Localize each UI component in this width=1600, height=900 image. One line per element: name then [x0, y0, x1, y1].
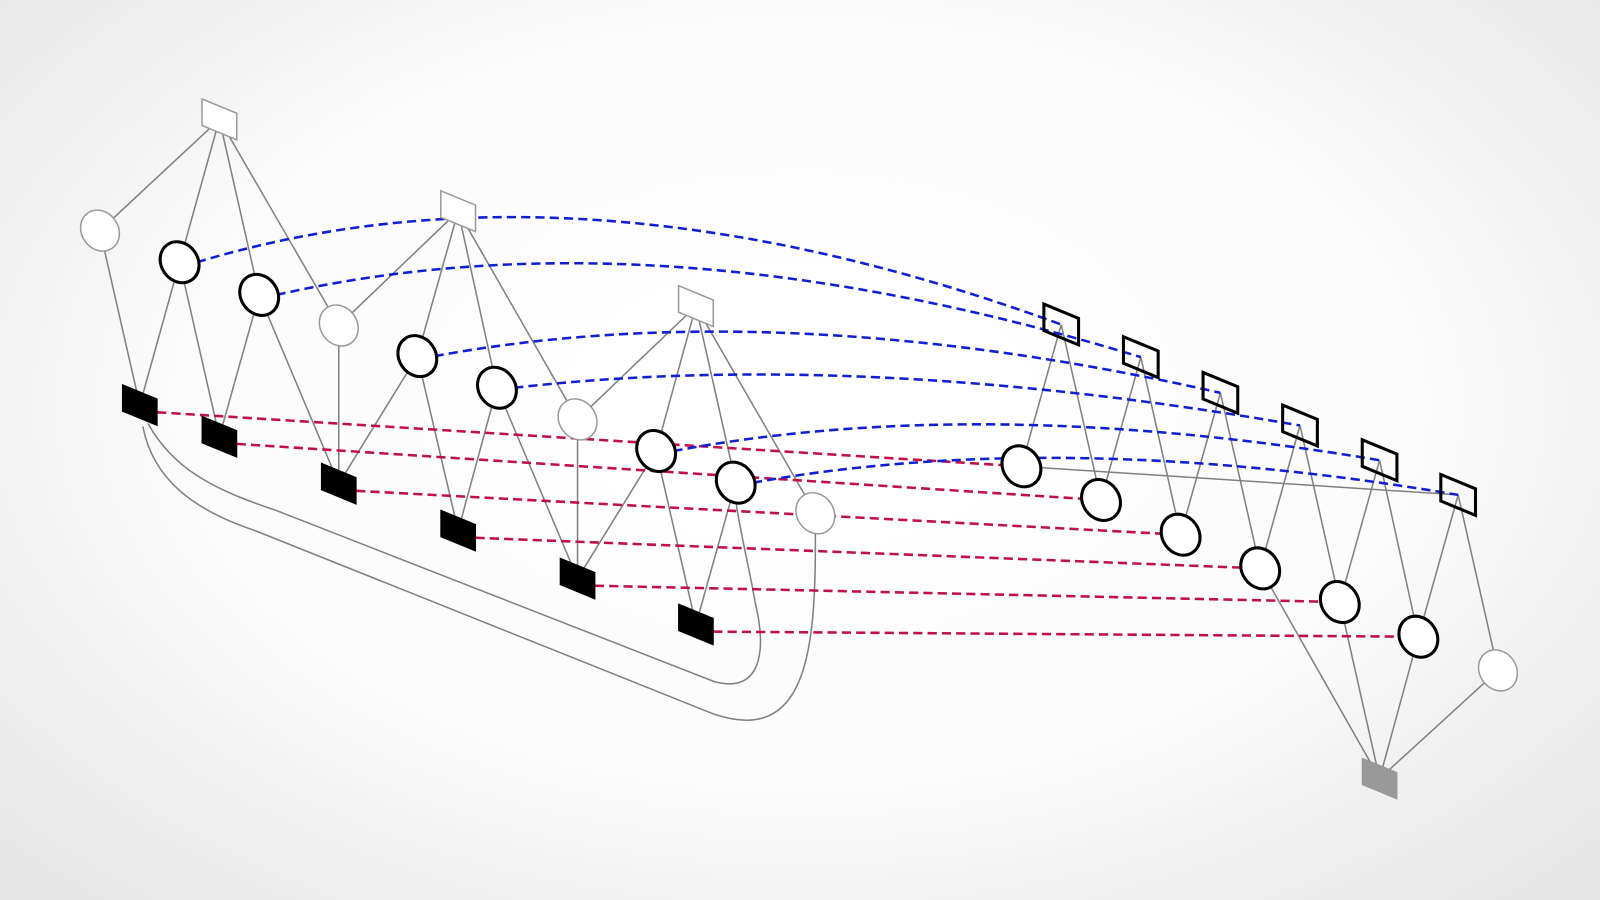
- black-ellipse-node: [1239, 546, 1282, 591]
- red-dashed-link: [594, 584, 1340, 604]
- edge: [695, 482, 737, 625]
- edge: [695, 305, 816, 514]
- red-dashed-link: [157, 410, 1022, 468]
- filled-square-node: [440, 509, 477, 552]
- edge: [1020, 324, 1062, 467]
- gray-ellipse-node: [79, 209, 121, 252]
- edge: [178, 119, 221, 263]
- filled-square-node: [559, 557, 596, 600]
- black-square-node: [1042, 301, 1081, 348]
- edge: [99, 118, 220, 232]
- blue-dashed-link: [752, 456, 1459, 497]
- filled-square-node: [121, 383, 158, 427]
- gray-ellipse-node: [1477, 649, 1519, 692]
- edge: [338, 210, 459, 327]
- filled-square-node: [320, 462, 357, 505]
- black-ellipse-node: [1159, 512, 1202, 557]
- edge: [655, 305, 697, 452]
- edge: [1060, 324, 1102, 501]
- blue-dashed-link: [276, 261, 1142, 359]
- edge: [1140, 356, 1182, 535]
- black-square-node: [1439, 472, 1478, 518]
- filled-square-node: [678, 603, 714, 646]
- black-ellipse-node: [714, 460, 757, 505]
- black-ellipse-node: [396, 334, 439, 379]
- black-square-node: [1201, 370, 1240, 416]
- black-square-node: [1281, 402, 1319, 449]
- edge: [139, 262, 181, 406]
- edge: [1021, 465, 1459, 496]
- gray-ellipse-node: [318, 304, 359, 347]
- edge: [1417, 494, 1459, 637]
- edge: [577, 305, 697, 420]
- outline-square-node: [440, 189, 477, 233]
- edge: [655, 450, 697, 625]
- edge-layer: [99, 118, 1499, 780]
- edge: [218, 119, 340, 326]
- black-ellipse-node: [158, 240, 201, 285]
- edge: [1378, 636, 1420, 779]
- edge: [218, 294, 260, 437]
- black-ellipse-node: [238, 272, 281, 317]
- blue-dashed-link: [514, 373, 1301, 427]
- red-dashed-link: [475, 536, 1261, 570]
- black-ellipse-node: [1397, 614, 1440, 659]
- blue-dashed-link: [434, 330, 1221, 395]
- loop-edge: [142, 426, 817, 721]
- red-dashed-link: [713, 630, 1419, 639]
- edge: [457, 387, 498, 531]
- black-ellipse-node: [475, 365, 518, 410]
- outline-square-node: [201, 97, 238, 141]
- black-square-node: [1121, 334, 1160, 380]
- node-layer: [79, 97, 1519, 800]
- edge: [1299, 425, 1341, 603]
- edge: [416, 211, 459, 357]
- outline-square-node: [677, 284, 715, 328]
- edge: [1457, 494, 1499, 671]
- blue-dashed-link: [196, 215, 1062, 326]
- edge: [338, 355, 418, 485]
- black-ellipse-node: [1000, 444, 1043, 489]
- edge: [576, 450, 657, 579]
- gray-square-node: [1361, 757, 1398, 800]
- edge: [218, 119, 260, 296]
- edge: [258, 294, 340, 484]
- black-ellipse-node: [1318, 580, 1361, 625]
- gray-ellipse-node: [557, 398, 598, 441]
- blue-dashed-link: [673, 423, 1380, 462]
- edge: [178, 262, 221, 437]
- edge: [1379, 669, 1499, 780]
- edge: [1259, 567, 1381, 779]
- red-dashed-link: [356, 489, 1181, 536]
- edge: [99, 230, 141, 406]
- gray-ellipse-node: [795, 492, 836, 535]
- loop-edge: [147, 423, 762, 685]
- edge: [457, 211, 498, 388]
- red-dashed-link: [236, 442, 1102, 502]
- dashed-link-layer: [157, 215, 1459, 639]
- edge: [1339, 601, 1381, 779]
- edge: [1259, 425, 1301, 569]
- edge: [496, 387, 579, 579]
- edge: [457, 210, 579, 420]
- filled-square-node: [201, 415, 238, 458]
- black-ellipse-node: [635, 429, 678, 474]
- edge: [695, 305, 737, 483]
- black-square-node: [1360, 437, 1399, 483]
- edge: [1339, 459, 1381, 603]
- black-ellipse-node: [1080, 477, 1122, 523]
- edge: [416, 355, 459, 531]
